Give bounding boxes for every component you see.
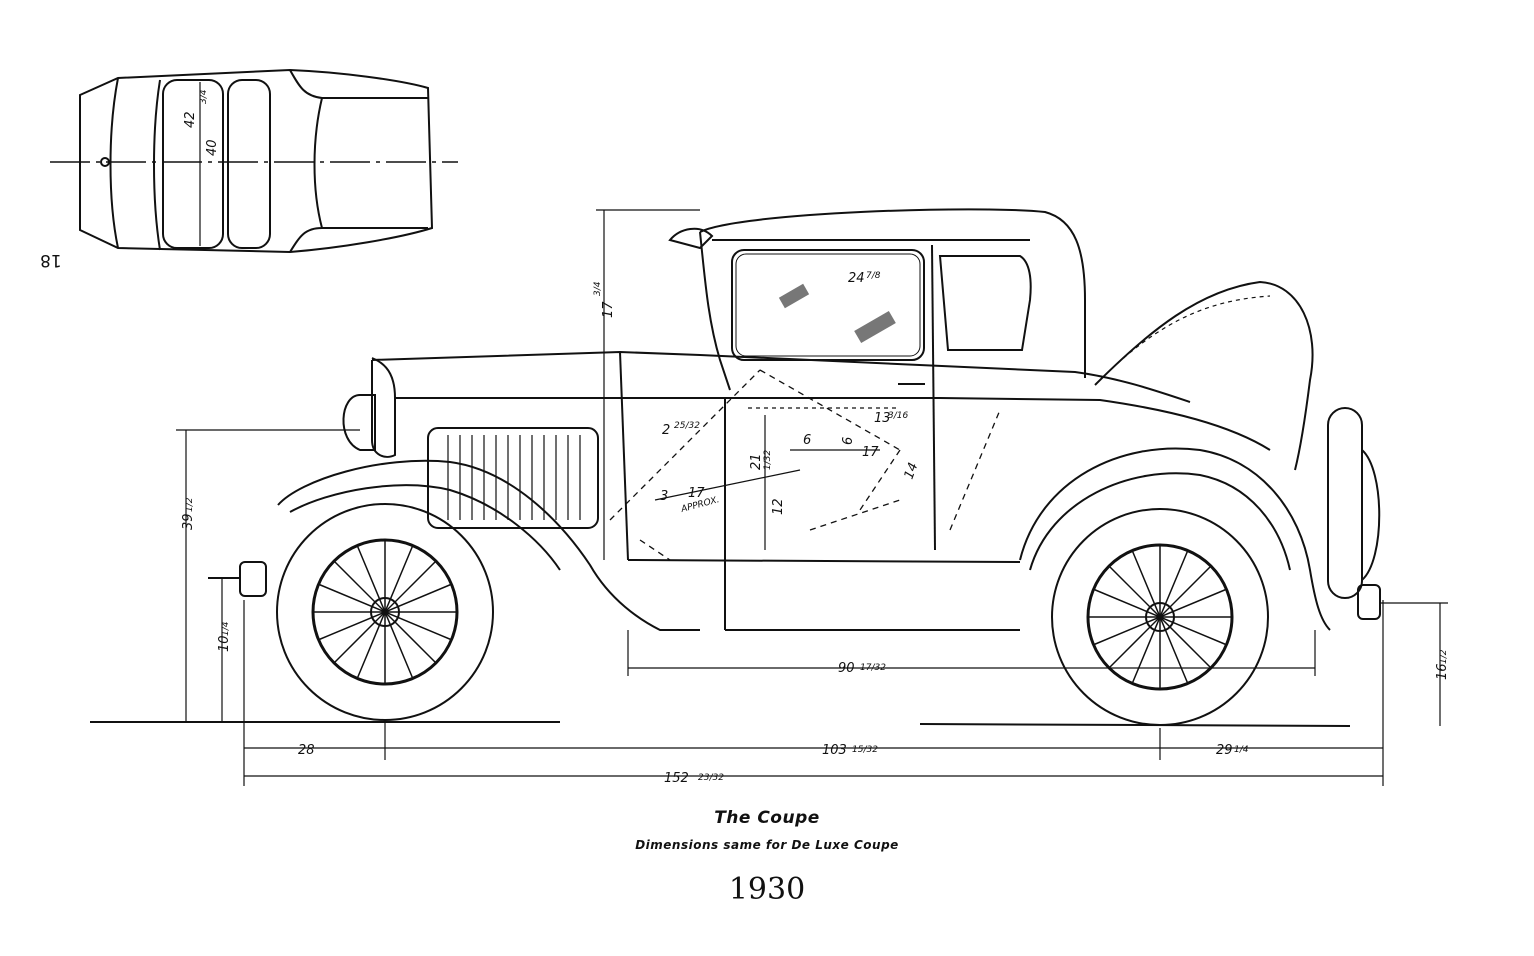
dim-overall-length: 152 <box>664 771 689 786</box>
rear-wheel <box>1051 508 1269 726</box>
dim-door-i: 14 <box>902 461 922 482</box>
dim-door-f: 12 <box>771 498 786 515</box>
top-view-hub-mark <box>100 157 110 167</box>
cowl-line <box>619 351 629 561</box>
interior-dashed <box>609 369 1001 561</box>
dim-door-a: 13 <box>874 411 891 426</box>
top-view-outline <box>79 68 434 254</box>
body-beltline <box>371 350 1191 403</box>
dim-door-c: 6 <box>803 433 811 448</box>
top-view-seat-left <box>162 79 224 249</box>
hood-top <box>371 357 396 399</box>
hood-louvers-panel <box>427 427 599 529</box>
rear-bumper <box>1357 584 1381 620</box>
dim-windshield-width: 24 <box>848 271 865 286</box>
rumble-lid <box>1094 280 1314 471</box>
dim-body-height: 39 <box>181 513 196 530</box>
window-shading-2 <box>854 310 896 344</box>
dim-wheelbase: 103 <box>822 743 847 758</box>
dim-door-d: 6 <box>841 437 856 445</box>
dim-bumper-height-frac: 1/4 <box>221 621 231 636</box>
dim-top-width: 42 <box>183 111 198 128</box>
dim-door-e-frac: 1/32 <box>763 450 773 470</box>
spare-carrier <box>1361 449 1381 581</box>
rumble-lid-inner <box>1099 295 1271 381</box>
caption-year: 1930 <box>728 872 806 907</box>
dim-door-h: 17 <box>688 486 705 501</box>
dim-roof-height-frac: 3/4 <box>593 281 603 296</box>
headlamp <box>342 394 376 451</box>
dimension-lines <box>176 209 1448 786</box>
dim-roof-height: 17 <box>601 301 616 318</box>
radiator-shell <box>371 360 396 458</box>
dim-top-inner: 40 <box>205 139 220 156</box>
dim-rear-height: 16 <box>1435 663 1450 680</box>
dim-overall-length-frac: 23/32 <box>698 773 724 783</box>
top-view <box>50 68 458 254</box>
front-bumper <box>239 561 267 597</box>
roof-outline <box>699 208 1086 378</box>
cab-front <box>699 231 731 391</box>
dim-body-length: 90 <box>838 661 855 676</box>
dim-rear-height-frac: 1/2 <box>1439 649 1449 664</box>
caption-title: The Coupe <box>714 808 820 828</box>
dim-door-e: 21 <box>749 453 764 470</box>
dim-door-a-frac: 3/16 <box>888 411 908 421</box>
top-view-roof <box>289 69 428 253</box>
hood-louvers <box>447 435 581 520</box>
front-fender-inner <box>289 484 561 571</box>
side-view <box>90 208 1381 727</box>
caption-subtitle: Dimensions same for De Luxe Coupe <box>635 838 899 852</box>
top-view-seat-right <box>227 79 271 249</box>
dim-seat-depth-frac: 25/32 <box>674 421 700 431</box>
visor <box>668 227 714 250</box>
dim-body-height-frac: 1/2 <box>185 497 195 512</box>
top-view-cowl <box>153 79 161 251</box>
page-number: 18 <box>40 250 62 270</box>
front-fender <box>277 459 700 631</box>
ground-line-rear <box>919 723 1351 727</box>
door-window-inner <box>735 253 921 357</box>
dim-bumper-height: 10 <box>217 635 232 652</box>
door-window <box>731 249 925 361</box>
dim-body-length-frac: 17/32 <box>860 663 886 673</box>
rear-fender <box>1019 447 1331 631</box>
dim-seat-depth: 2 <box>662 423 670 438</box>
body-upper-line <box>395 397 1271 451</box>
spare-tire <box>1327 407 1363 599</box>
quarter-window <box>938 255 1032 351</box>
body-rocker <box>627 559 1021 563</box>
dim-windshield-width-frac: 7/8 <box>866 271 881 281</box>
top-view-hood-left <box>109 77 119 249</box>
dim-rear-overhang: 29 <box>1216 743 1233 758</box>
dim-rear-overhang-frac: 1/4 <box>1234 745 1249 755</box>
front-wheel <box>276 503 494 721</box>
dim-wheelbase-frac: 15/32 <box>852 745 878 755</box>
dim-door-g: 3 <box>660 489 668 504</box>
dim-top-width-frac: 3/4 <box>199 89 209 104</box>
rear-fender-inner <box>1029 472 1291 571</box>
dim-front-overhang: 28 <box>298 743 315 758</box>
window-shading-1 <box>778 283 810 309</box>
dim-door-b: 17 <box>862 445 879 460</box>
